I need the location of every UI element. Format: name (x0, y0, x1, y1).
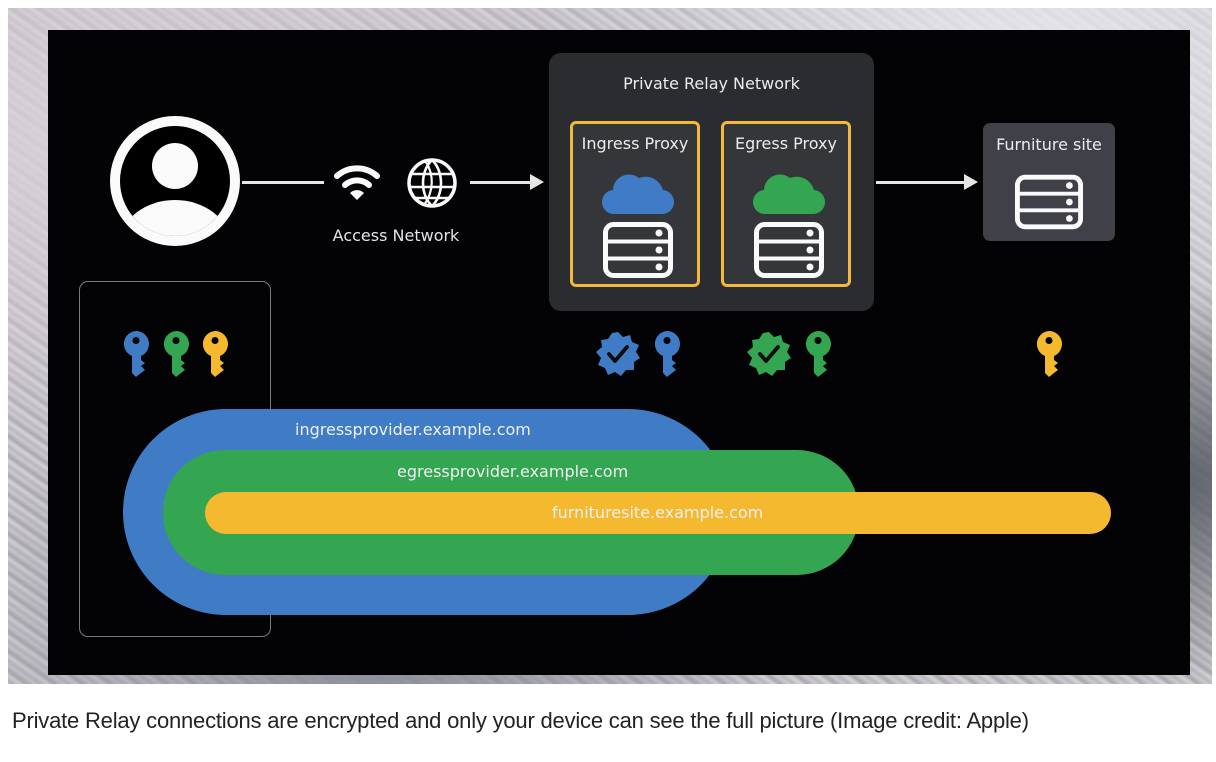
key-icon (162, 330, 190, 378)
verified-badge-icon (746, 331, 792, 377)
verified-badge-icon (595, 331, 641, 377)
furniture-site-label: Furniture site (996, 135, 1102, 154)
server-icon (754, 222, 824, 278)
key-icon (804, 330, 832, 378)
site-tunnel (205, 492, 1111, 534)
access-network-label: Access Network (332, 226, 460, 245)
connector-line-user (242, 181, 324, 184)
furniture-site: Furniture site (983, 123, 1115, 241)
ingress-proxy-label: Ingress Proxy (581, 134, 689, 153)
ingress-proxy: Ingress Proxy (570, 121, 700, 287)
egress-proxy-label: Egress Proxy (735, 134, 837, 153)
site-tunnel-label: furnituresite.example.com (552, 503, 764, 522)
key-icon (1035, 330, 1063, 378)
egress-proxy: Egress Proxy (721, 121, 851, 287)
wifi-icon (334, 165, 380, 200)
cloud-icon (752, 174, 826, 215)
key-icon (653, 330, 681, 378)
connector-line-to-relay (470, 181, 532, 184)
private-relay-network: Private Relay Network Ingress Proxy Egre… (549, 53, 874, 311)
arrow-head-to-relay (530, 174, 544, 190)
figure-caption: Private Relay connections are encrypted … (12, 708, 1029, 733)
egress-tunnel-label: egressprovider.example.com (397, 462, 629, 481)
server-icon (1015, 174, 1083, 230)
connector-line-to-site (876, 181, 966, 184)
arrow-head-to-site (964, 174, 978, 190)
key-icon (201, 330, 229, 378)
ingress-tunnel-label: ingressprovider.example.com (295, 420, 531, 439)
relay-network-title: Private Relay Network (623, 74, 800, 93)
globe-icon (407, 158, 457, 208)
user-circle-icon (110, 116, 240, 246)
key-icon (122, 330, 150, 378)
server-icon (603, 222, 673, 278)
cloud-icon (601, 174, 675, 215)
